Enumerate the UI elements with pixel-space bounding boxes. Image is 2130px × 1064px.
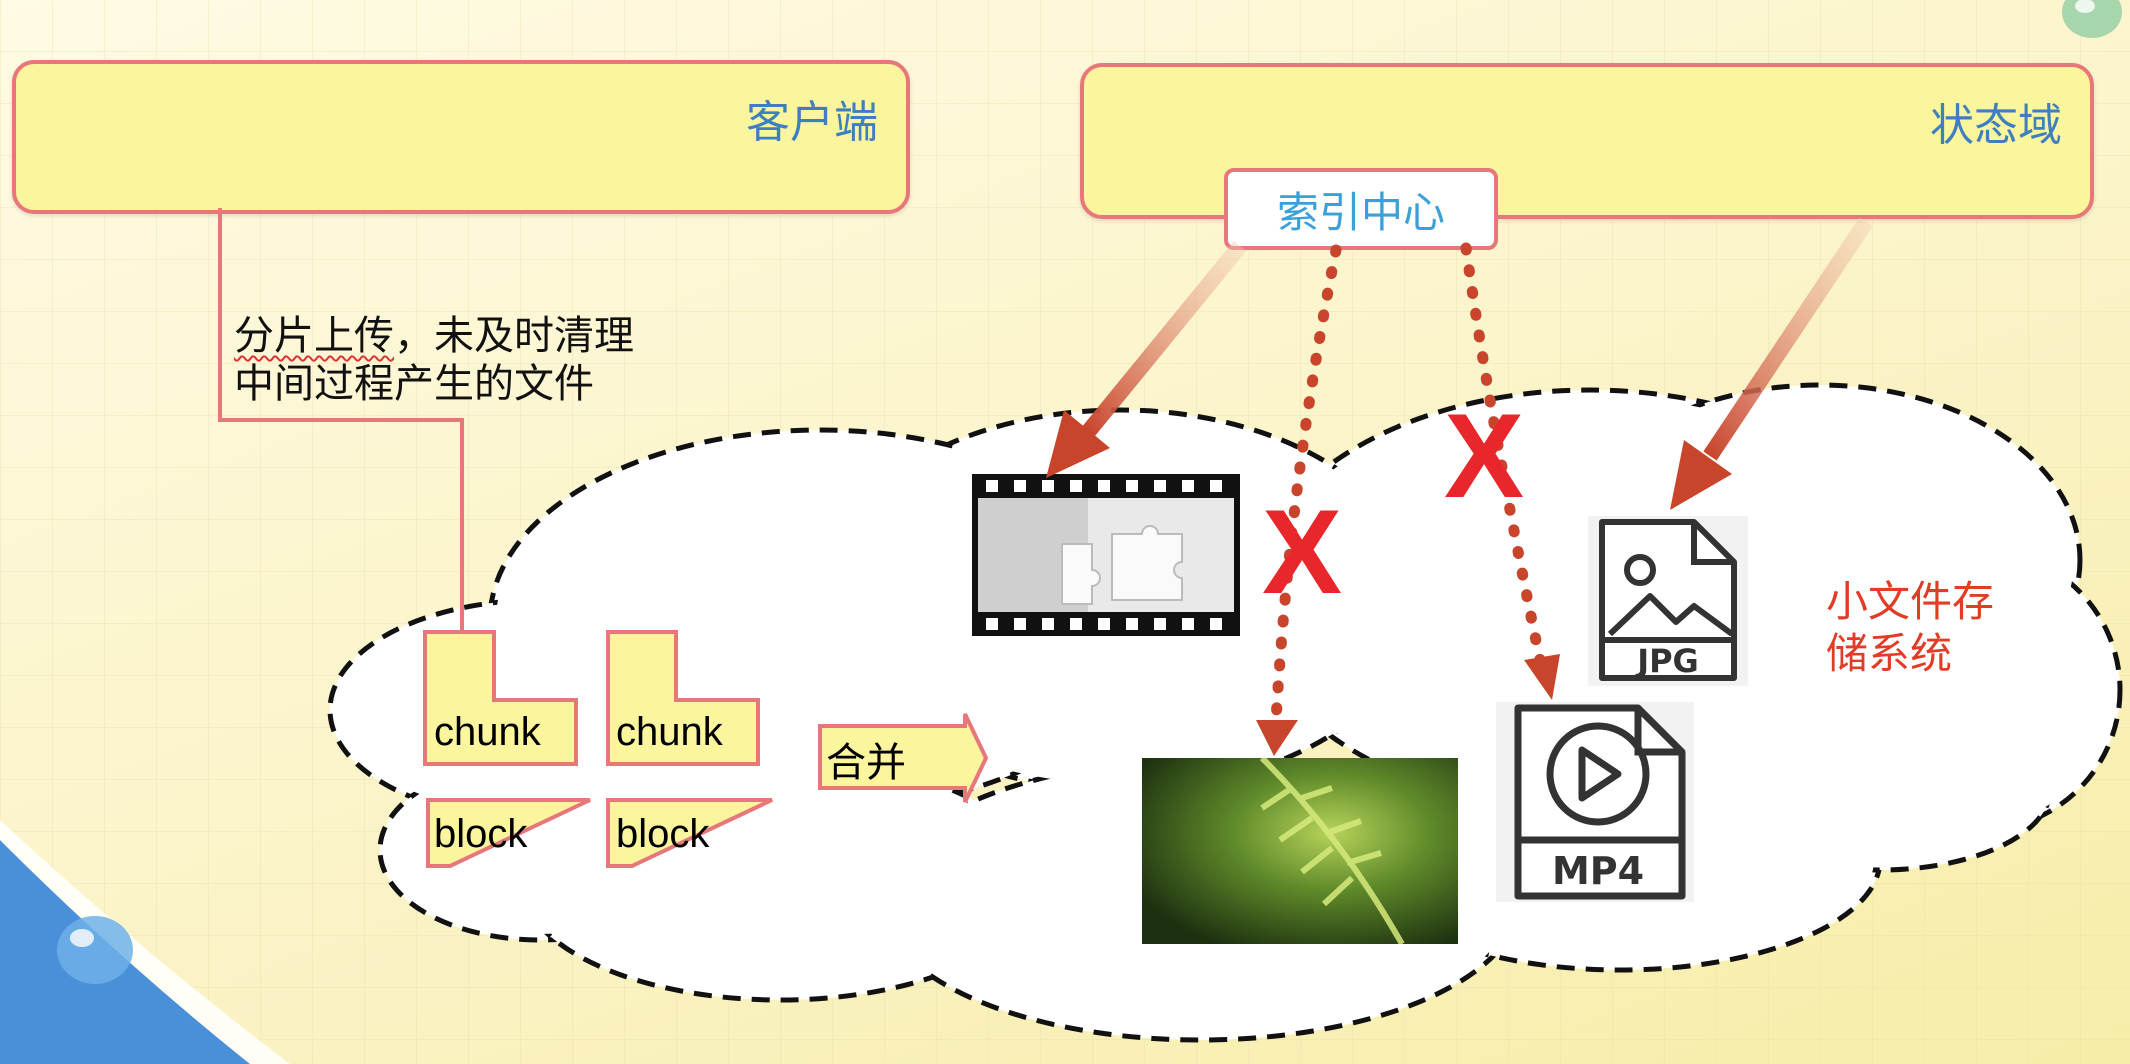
upload-note-underlined: 分片上传 — [234, 313, 394, 359]
chunk-shape-1 — [423, 630, 578, 766]
dotted-arrowhead-leaf — [1256, 720, 1298, 756]
mp4-file-icon: MP4 — [1496, 702, 1694, 902]
chunk-label-1: chunk — [434, 710, 541, 754]
dotted-arrowhead-mp4 — [1524, 654, 1560, 700]
dotted-arrow-to-leaf — [1270, 244, 1342, 726]
upload-note-line2: 中间过程产生的文件 — [234, 361, 594, 407]
corner-decoration — [0, 820, 290, 1064]
arrow-to-jpg — [1670, 217, 1873, 510]
arrow-to-film — [1046, 240, 1247, 478]
upload-note-line1: 分片上传，未及时清理 — [234, 312, 634, 360]
leaf-photo-image — [1142, 758, 1458, 944]
mp4-icon-label: MP4 — [1552, 849, 1644, 893]
puzzle-icon — [1061, 525, 1183, 605]
merge-arrow-shape — [818, 713, 989, 803]
failed-mark-leaf: X — [1262, 485, 1343, 619]
upload-note: 分片上传，未及时清理 中间过程产生的文件 — [234, 312, 634, 408]
top-right-drop-icon — [2062, 0, 2122, 38]
jpg-icon-label: JPG — [1635, 642, 1699, 680]
upload-note-line1-rest: ，未及时清理 — [394, 313, 634, 359]
merge-label: 合并 — [826, 740, 906, 786]
block-label-2: block — [616, 812, 710, 856]
block-shape-2 — [606, 798, 773, 868]
dotted-arrow-to-mp4 — [1460, 242, 1546, 666]
index-center-box: 索引中心 — [1224, 168, 1498, 250]
small-file-storage-line2: 储系统 — [1826, 629, 1953, 678]
jpg-file-icon: JPG — [1588, 516, 1748, 686]
client-panel: 客户端 — [12, 60, 910, 214]
state-domain-panel: 状态域 — [1080, 63, 2094, 219]
block-shape-1 — [426, 798, 591, 868]
client-title: 客户端 — [746, 97, 878, 148]
chunk-shape-2 — [606, 630, 760, 766]
block-label-1: block — [434, 812, 528, 856]
small-file-storage-label: 小文件存 储系统 — [1826, 576, 2026, 680]
failed-mark-mp4: X — [1444, 389, 1525, 523]
state-domain-title: 状态域 — [1930, 100, 2062, 151]
small-file-storage-line1: 小文件存 — [1826, 577, 1995, 626]
chunk-label-2: chunk — [616, 710, 723, 754]
film-strip-image — [972, 474, 1240, 636]
